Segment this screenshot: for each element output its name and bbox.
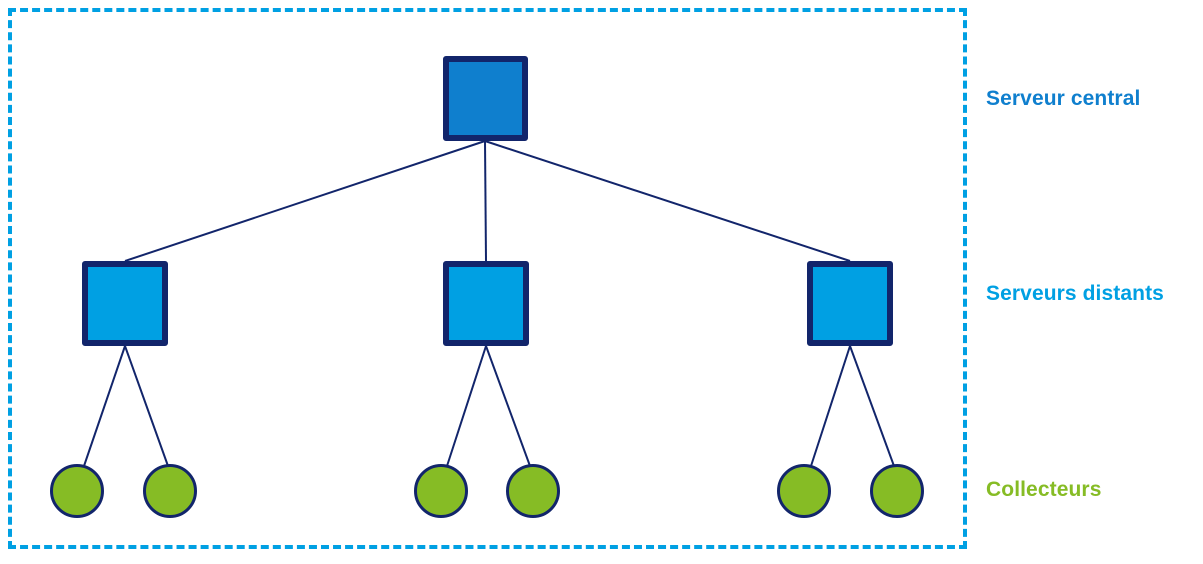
diagram-dashed-frame	[8, 8, 967, 549]
collecteur-2[interactable]	[143, 464, 197, 518]
serveur-distant-3[interactable]	[807, 261, 893, 346]
serveur-central-1[interactable]	[443, 56, 528, 141]
collecteur-4[interactable]	[506, 464, 560, 518]
tier-label-collector: Collecteurs	[986, 478, 1102, 501]
serveur-distant-1[interactable]	[82, 261, 168, 346]
collecteur-5[interactable]	[777, 464, 831, 518]
serveur-distant-2[interactable]	[443, 261, 529, 346]
collecteur-3[interactable]	[414, 464, 468, 518]
collecteur-1[interactable]	[50, 464, 104, 518]
collecteur-6[interactable]	[870, 464, 924, 518]
tier-label-remote: Serveurs distants	[986, 282, 1164, 305]
tier-label-central: Serveur central	[986, 87, 1141, 110]
